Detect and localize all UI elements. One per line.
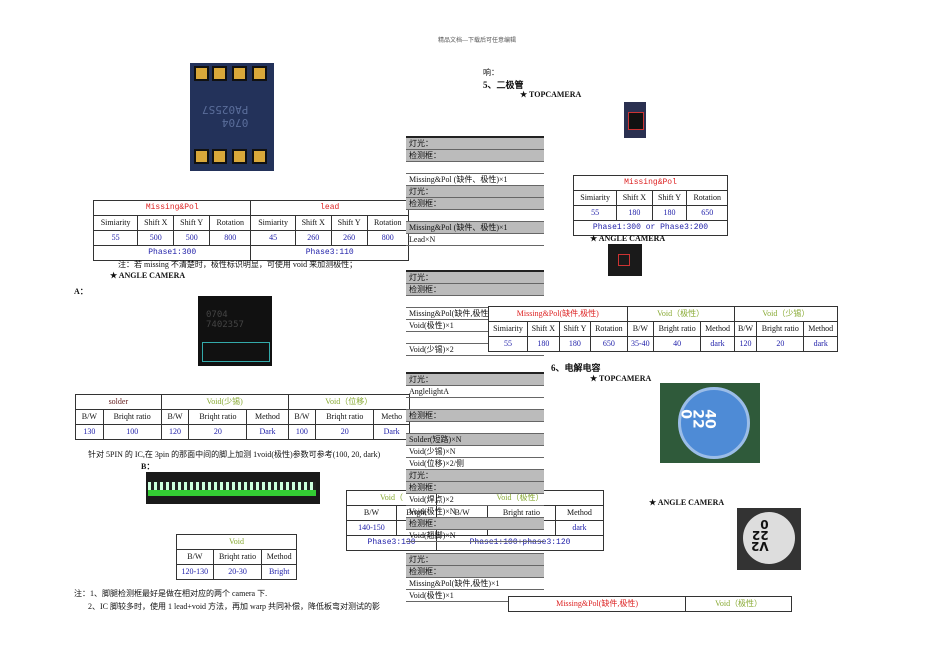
table-diode-angle: Missing&Pol(缺件,极性)Void（极性）Void（少锡） Simia… — [488, 306, 839, 352]
foot-note-1: 注：1、脚腿检测框最好是做在相对应的两个 camera 下. — [74, 589, 268, 598]
section-6-heading: 6、电解电容 — [551, 363, 601, 373]
top-camera-label-2: ★ TOPCAMERA — [590, 374, 652, 383]
angle-camera-label-1: ★ ANGLE CAMERA — [110, 271, 186, 280]
top-camera-label-1: ★ TOPCAMERA — [520, 90, 582, 99]
settings-panel-1: 灯光： 检测框： Missing&Pol (缺件、极性)×1 灯光： 检测框： … — [406, 136, 544, 257]
settings-panel-3: 灯光： AnglelightA 检测框： Solder(短路)×N Void(少… — [406, 372, 544, 602]
section-5-heading: 5、二极管 — [483, 80, 524, 90]
label-a: A： — [74, 287, 88, 296]
lead-strip-image — [146, 472, 320, 504]
note-5pin: 针对 5PIN 的 IC,在 3pin 的那面中间的脚上加测 1void(极性)… — [88, 450, 381, 459]
xiang-text: 响： — [483, 68, 499, 77]
diode-angle-image — [608, 244, 642, 276]
diode-top-image — [624, 102, 646, 138]
angle-camera-label-2: ★ ANGLE CAMERA — [590, 234, 666, 243]
foot-note-2: 2、IC 脚较多时，使用 1 lead+void 方法，再加 warp 共同补偿… — [88, 602, 381, 611]
angle-camera-label-3: ★ ANGLE CAMERA — [649, 498, 725, 507]
table-capacitor: Missing&Pol(缺件,极性)Void（极性） — [507, 596, 792, 612]
page-header: 精品文档---下载后可任意编辑 — [438, 38, 516, 44]
label-b: B： — [141, 462, 155, 471]
note-missing: 注：若 missing 不清楚时，极性标识明显，可使用 void 来加测极性； — [118, 260, 358, 269]
settings-panel-2: 灯光： 检测框： Missing&Pol(缺件,极性)×1 Void(极性)×1… — [406, 270, 544, 356]
